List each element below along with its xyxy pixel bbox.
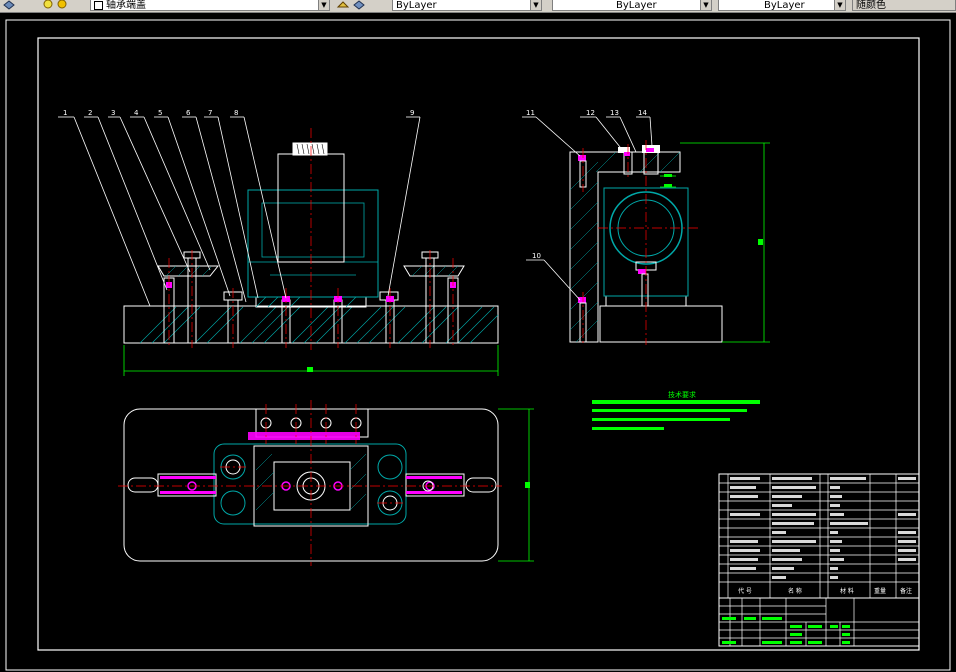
balloon-13: 13 <box>610 109 619 117</box>
chevron-down-icon[interactable]: ▼ <box>834 0 845 10</box>
plotstyle-value: 随颜色 <box>856 0 886 11</box>
header-code: 代 号 <box>738 587 752 595</box>
layer-color-swatch-icon <box>94 0 103 10</box>
layer-name: 轴承端盖 <box>106 0 146 11</box>
linetype-combo[interactable]: ByLayer ▼ <box>552 0 712 11</box>
side-balloon-labels: 11 12 13 14 10 <box>526 109 647 260</box>
tech-title: 技术要求 <box>668 390 696 399</box>
color-combo[interactable]: ByLayer ▼ <box>392 0 542 11</box>
balloon-2: 2 <box>88 109 92 117</box>
balloon-5: 5 <box>158 109 162 117</box>
balloon-12: 12 <box>586 109 595 117</box>
header-name: 名 称 <box>788 587 802 595</box>
parts-list: 代 号 名 称 材 料 重量 备注 <box>718 473 920 599</box>
lineweight-value: ByLayer <box>764 0 805 11</box>
balloon-8: 8 <box>234 109 238 117</box>
layer-sun-icon[interactable] <box>56 0 68 12</box>
header-material: 材 料 <box>840 587 854 595</box>
front-balloon-labels: 1 2 3 4 5 6 7 8 9 <box>63 109 414 117</box>
outer-frame <box>5 19 951 671</box>
balloon-6: 6 <box>186 109 191 117</box>
side-view <box>569 140 770 345</box>
lineweight-combo[interactable]: ByLayer ▼ <box>718 0 846 11</box>
side-balloons <box>522 116 653 301</box>
chevron-down-icon[interactable]: ▼ <box>530 0 541 10</box>
balloon-9: 9 <box>410 109 414 117</box>
layer-bulb-icon[interactable] <box>42 0 54 12</box>
technical-requirements: 技术要求 <box>592 390 760 430</box>
drawing-canvas[interactable]: 1 2 3 4 5 6 7 8 9 <box>0 13 956 672</box>
properties-toolbar: 轴承端盖 ▼ ByLayer ▼ ByLayer ▼ ByLayer ▼ 随颜色 <box>0 0 956 13</box>
front-balloons <box>58 116 421 307</box>
balloon-4: 4 <box>134 109 139 117</box>
header-weight: 重量 <box>874 587 886 595</box>
linetype-value: ByLayer <box>616 0 657 11</box>
plotstyle-combo: 随颜色 <box>852 0 956 11</box>
chevron-down-icon[interactable]: ▼ <box>700 0 711 10</box>
balloon-14: 14 <box>638 109 647 117</box>
front-view <box>123 128 499 376</box>
layer-previous-icon[interactable] <box>352 0 366 12</box>
balloon-7: 7 <box>208 109 212 117</box>
chevron-down-icon[interactable]: ▼ <box>318 0 329 10</box>
drawing-border <box>37 37 920 651</box>
color-value: ByLayer <box>396 0 437 11</box>
balloon-11: 11 <box>526 109 535 117</box>
balloon-1: 1 <box>63 109 67 117</box>
balloon-10: 10 <box>532 252 541 260</box>
top-view <box>118 400 534 566</box>
make-layer-current-icon[interactable] <box>336 0 350 12</box>
balloon-3: 3 <box>111 109 115 117</box>
title-block <box>718 597 920 647</box>
layer-combo[interactable]: 轴承端盖 ▼ <box>90 0 330 11</box>
header-note: 备注 <box>900 587 912 595</box>
layer-states-icon[interactable] <box>2 0 16 12</box>
